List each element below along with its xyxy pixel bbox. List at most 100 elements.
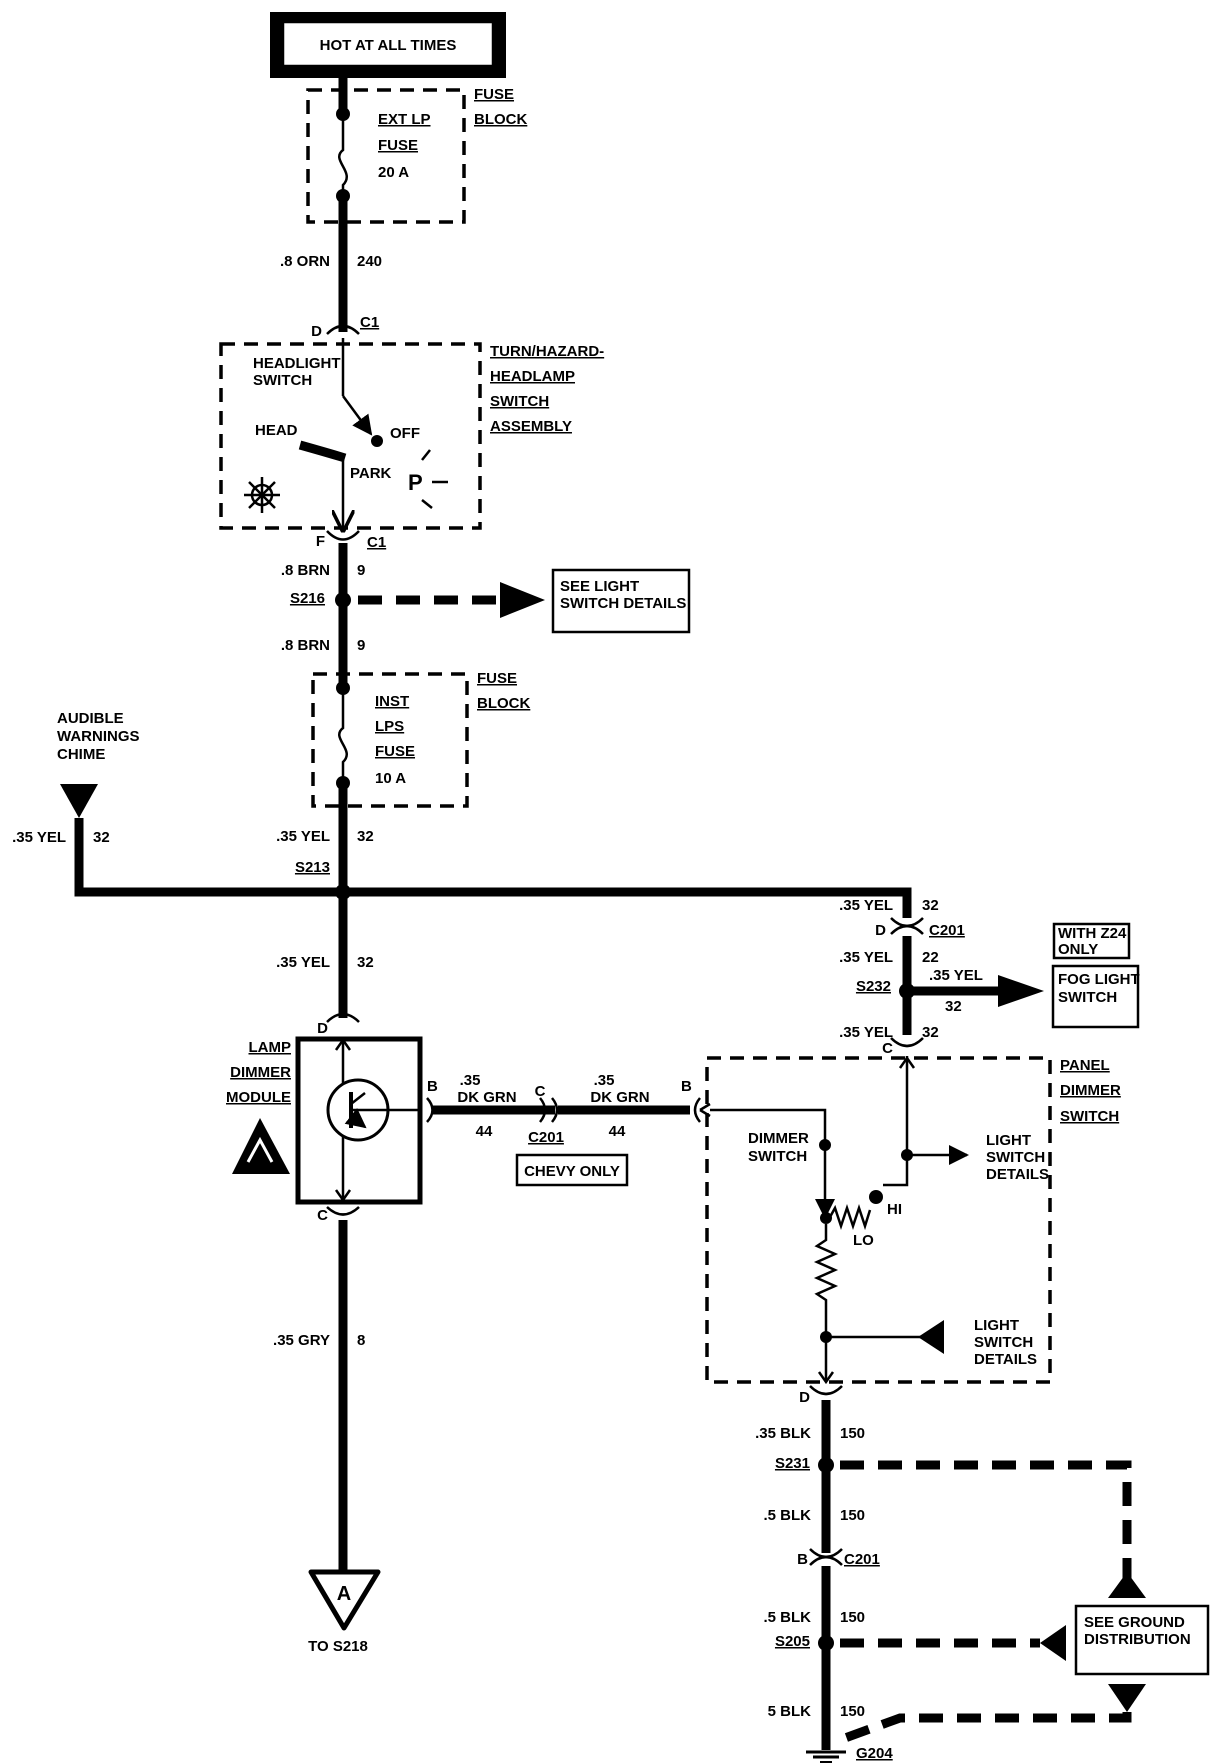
panel-dimmer-switch: PANEL DIMMER SWITCH DIMMER SWITCH LIGHT … — [681, 1055, 1121, 1385]
offpage-letter: A — [337, 1583, 351, 1605]
ground-ref-up-arrow-icon — [1108, 1572, 1146, 1598]
assembly-name-2: HEADLAMP — [490, 368, 575, 385]
gnd-w2-gauge: .5 BLK — [763, 1507, 811, 1524]
rb-c201-name: C201 — [929, 922, 965, 939]
ls1-line-3: DETAILS — [986, 1166, 1049, 1183]
fuse-ext-rating: 20 A — [378, 164, 409, 181]
dimmer-hi: HI — [887, 1201, 902, 1218]
gnd-w4-gauge: 5 BLK — [768, 1703, 812, 1720]
wire-44b-circuit: 44 — [609, 1123, 626, 1140]
fuse-ext-name-2: FUSE — [378, 137, 418, 154]
switch-pos-park: PARK — [350, 465, 392, 482]
panel-conn-d — [809, 1385, 843, 1396]
fog-switch-1: FOG LIGHT — [1058, 971, 1140, 988]
ground-ref-down-arrow-icon — [1108, 1684, 1146, 1712]
assembly-name-3: SWITCH — [490, 393, 549, 410]
s216-ref-line-2: SWITCH DETAILS — [560, 595, 686, 612]
panel-dimmer-name-3: SWITCH — [1060, 1108, 1119, 1125]
s232-label: S232 — [856, 978, 891, 995]
dimmer-pin-d: D — [317, 1020, 328, 1037]
fog-option-2: ONLY — [1058, 941, 1098, 958]
rb-w1-gauge: .35 YEL — [839, 897, 893, 914]
gnd-w1-circuit: 150 — [840, 1425, 865, 1442]
dimmer-name-3: MODULE — [226, 1089, 291, 1106]
headlamp-switch-assembly: HEADLIGHT SWITCH HEAD OFF PARK P TURN/HA… — [219, 338, 604, 530]
chime-name-2: WARNINGS — [57, 728, 140, 745]
dimmer-pin-c: C — [317, 1207, 328, 1224]
audible-warnings-chime: AUDIBLE WARNINGS CHIME .35 YEL 32 — [12, 710, 139, 846]
ls1-line-1: LIGHT — [986, 1132, 1031, 1149]
splice-s231 — [818, 1457, 834, 1473]
s231-ground-dash — [840, 1460, 1132, 1578]
wire-32-bus — [74, 818, 912, 918]
headlamp-symbol-icon — [244, 477, 280, 513]
fuse-ext-name-1: EXT LP — [378, 111, 431, 128]
panel-dimmer-name-2: DIMMER — [1060, 1082, 1121, 1099]
chime-wire-circuit: 32 — [93, 829, 110, 846]
chevy-only-box — [515, 1153, 629, 1187]
fuse-inst-rating: 10 A — [375, 770, 406, 787]
g204-ground-dash — [843, 1712, 1132, 1743]
rb-w1-circuit: 32 — [922, 897, 939, 914]
fog-switch-box — [1051, 964, 1140, 1029]
dimmer-pin-b: B — [427, 1078, 438, 1095]
rb-w2-gauge: .35 YEL — [839, 949, 893, 966]
g204-label: G204 — [856, 1745, 893, 1762]
fog-arrow-icon — [998, 975, 1044, 1007]
headlight-switch-name-1: HEADLIGHT — [253, 355, 341, 372]
c1-bottom-pin: F — [316, 533, 325, 550]
c201-conn-44 — [539, 1097, 547, 1123]
gnd-c201-pin: B — [797, 1551, 808, 1568]
fuse-inst-block-2: BLOCK — [477, 695, 530, 712]
c1-top-name: C1 — [360, 314, 379, 331]
offpage-to-label: TO S218 — [308, 1638, 368, 1655]
ls2-line-2: SWITCH — [974, 1334, 1033, 1351]
dimmer-name-2: DIMMER — [230, 1064, 291, 1081]
wire-9b-circuit: 9 — [357, 637, 365, 654]
fuse-inst-block-1: FUSE — [477, 670, 517, 687]
s216-label: S216 — [290, 590, 325, 607]
ground-ref-line-1: SEE GROUND — [1084, 1614, 1185, 1631]
wire-44-conn-pin: C — [535, 1083, 546, 1100]
wire-44a-color: DK GRN — [457, 1089, 516, 1106]
dimmer-name-1: LAMP — [249, 1039, 292, 1056]
ls1-line-2: SWITCH — [986, 1149, 1045, 1166]
rb-c201-pin: D — [875, 922, 886, 939]
wire-44-conn-name: C201 — [528, 1129, 564, 1146]
wire-9a-circuit: 9 — [357, 562, 365, 579]
fuse-ext-block-1: FUSE — [474, 86, 514, 103]
s216-ref-arrow-icon — [500, 582, 545, 618]
assembly-name-1: TURN/HAZARD- — [490, 343, 604, 360]
wire-32b-gauge: .35 YEL — [276, 954, 330, 971]
fuse-inst-lps: INST LPS FUSE 10 A FUSE BLOCK — [311, 670, 530, 808]
panel-pin-d: D — [799, 1389, 810, 1406]
fog-switch-2: SWITCH — [1058, 989, 1117, 1006]
gnd-w1-gauge: .35 BLK — [755, 1425, 811, 1442]
chime-terminal-icon — [60, 784, 98, 818]
rb-w3-gauge: .35 YEL — [839, 1024, 893, 1041]
fuse-ext-lp: EXT LP FUSE 20 A FUSE BLOCK — [306, 78, 527, 332]
ground-ref-line-2: DISTRIBUTION — [1084, 1631, 1191, 1648]
gnd-w3-gauge: .5 BLK — [763, 1609, 811, 1626]
fog-option-box — [1052, 922, 1131, 960]
wire-44b-gauge: .35 — [594, 1072, 615, 1089]
ls2-line-3: DETAILS — [974, 1351, 1037, 1368]
panel-dimmer-name-1: PANEL — [1060, 1057, 1110, 1074]
wire-240-circuit: 240 — [357, 253, 382, 270]
rb-w3-circuit: 32 — [922, 1024, 939, 1041]
gnd-w2-circuit: 150 — [840, 1507, 865, 1524]
lamp-dimmer-module: D LAMP DIMMER MODULE B C — [226, 1012, 438, 1224]
gnd-c201-name: C201 — [844, 1551, 880, 1568]
wire-240-gauge: .8 ORN — [280, 253, 330, 270]
s213-label: S213 — [295, 859, 330, 876]
ls2-line-1: LIGHT — [974, 1317, 1019, 1334]
power-source-box: HOT AT ALL TIMES — [270, 12, 506, 78]
wire-8-gauge: .35 GRY — [273, 1332, 330, 1349]
fog-option-1: WITH Z24 — [1058, 925, 1127, 942]
offpage-connector-a: A — [308, 1569, 381, 1631]
s205-label: S205 — [775, 1633, 810, 1650]
fog-wire-circuit: 32 — [945, 998, 962, 1015]
rb-w2-circuit: 22 — [922, 949, 939, 966]
ground-ref-box — [1074, 1604, 1210, 1676]
fog-wire-gauge: .35 YEL — [929, 967, 983, 984]
